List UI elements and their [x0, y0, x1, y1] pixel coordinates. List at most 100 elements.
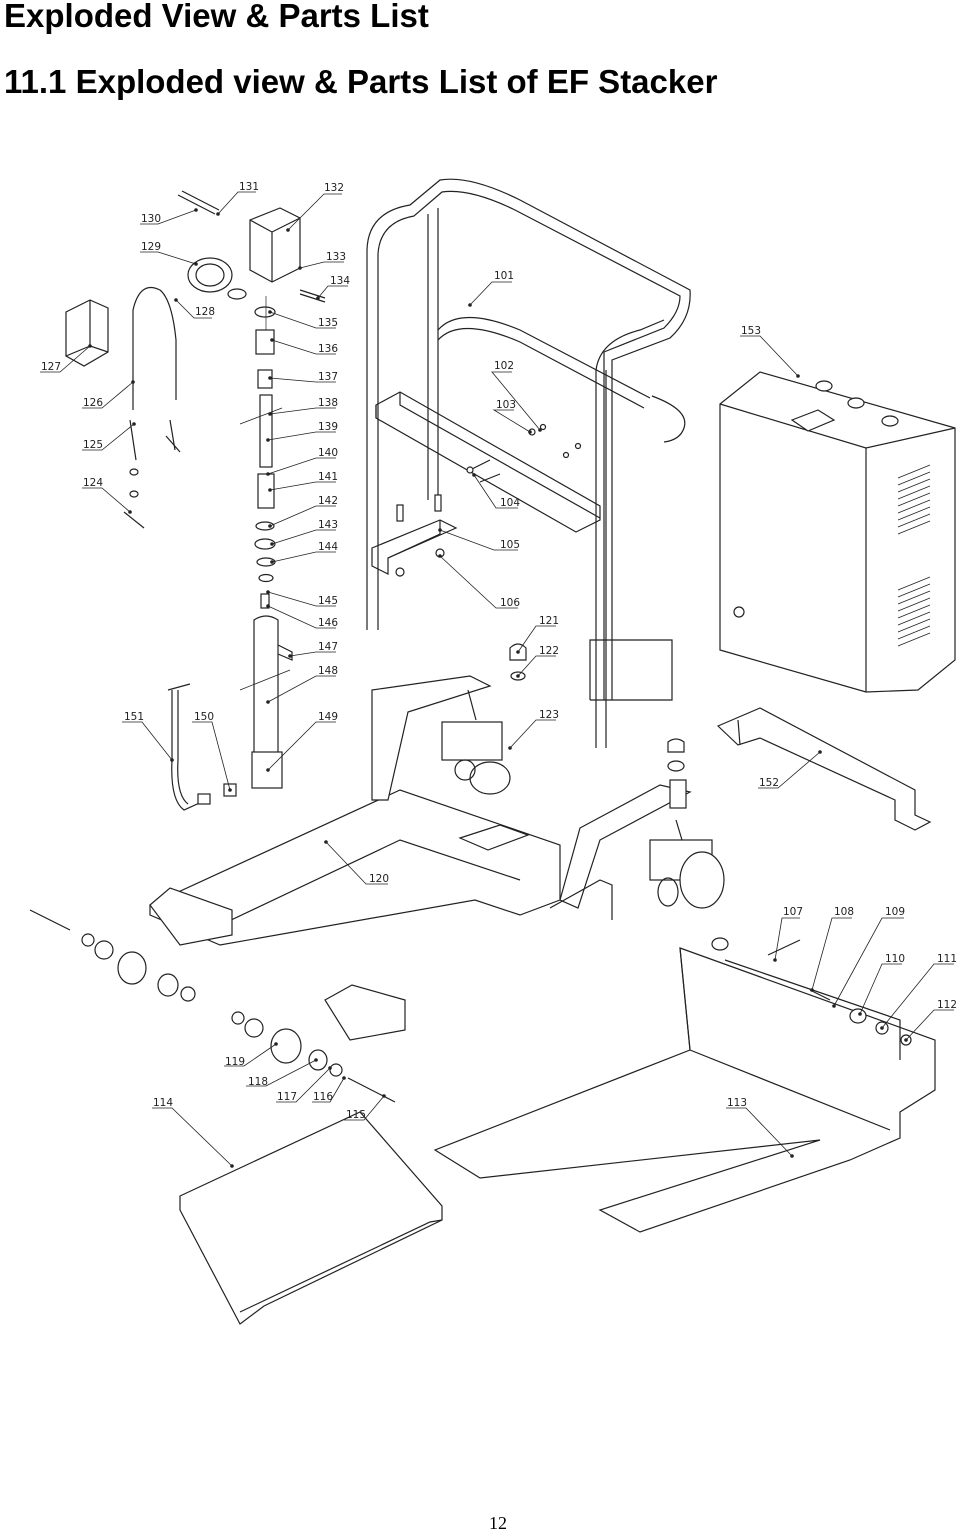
section-heading: 11.1 Exploded view & Parts List of EF St… [4, 63, 718, 100]
callout-102: 102 [491, 360, 542, 432]
pump-cylinder-stack [177, 190, 326, 789]
part-label-153: 153 [741, 325, 761, 337]
caster-wheel-123-right [649, 738, 725, 909]
callout-113: 113 [726, 1097, 794, 1158]
callout-104: 104 [472, 473, 520, 509]
part-label-108: 108 [834, 906, 854, 918]
part-label-117: 117 [277, 1091, 297, 1103]
callout-142: 142 [268, 495, 338, 528]
part-label-132: 132 [324, 182, 344, 194]
part-label-151: 151 [124, 711, 144, 723]
part-label-126: 126 [83, 397, 103, 409]
part-label-145: 145 [318, 595, 338, 607]
part-label-147: 147 [318, 641, 338, 653]
callout-105: 105 [438, 528, 520, 551]
callout-125: 125 [82, 422, 136, 451]
callout-148: 148 [266, 665, 338, 704]
part-label-134: 134 [330, 275, 350, 287]
part-label-102: 102 [494, 360, 514, 372]
part-label-105: 105 [500, 539, 520, 551]
part-label-120: 120 [369, 873, 389, 885]
part-label-121: 121 [539, 615, 559, 627]
part-label-103: 103 [496, 399, 516, 411]
callout-146: 146 [266, 604, 338, 629]
callout-145: 145 [266, 590, 338, 607]
hose-150-151 [167, 683, 237, 811]
part-label-114: 114 [153, 1097, 173, 1109]
release-handle-assembly [65, 286, 181, 529]
callout-141: 141 [268, 471, 338, 492]
callout-129: 129 [140, 241, 198, 266]
callout-123: 123 [508, 709, 559, 750]
mast-frame-101 [366, 178, 691, 748]
callout-116: 116 [312, 1076, 346, 1103]
part-label-101: 101 [494, 270, 514, 282]
callout-151: 151 [122, 711, 174, 762]
callout-135: 135 [268, 310, 338, 329]
bracket-105 [371, 494, 458, 577]
callout-107: 107 [773, 906, 803, 962]
part-callouts: 101 102 103 104 105 106 107 108 109 110 … [40, 181, 957, 1168]
part-label-137: 137 [318, 371, 338, 383]
part-label-111: 111 [937, 953, 957, 965]
callout-101: 101 [468, 270, 514, 307]
callout-118: 118 [246, 1058, 318, 1088]
part-label-142: 142 [318, 495, 338, 507]
vent-slots [897, 464, 931, 647]
callout-152: 152 [758, 750, 822, 789]
part-label-149: 149 [318, 711, 338, 723]
plate-114 [179, 1111, 443, 1325]
part-label-123: 123 [539, 709, 559, 721]
part-label-140: 140 [318, 447, 338, 459]
callout-122: 122 [516, 645, 559, 678]
part-label-109: 109 [885, 906, 905, 918]
callout-136: 136 [270, 338, 338, 355]
cross-bar-102 [375, 391, 601, 533]
part-label-131: 131 [239, 181, 259, 193]
part-label-152: 152 [759, 777, 779, 789]
callout-134: 134 [316, 275, 350, 300]
load-wheel-assembly-left [29, 909, 196, 1002]
callout-121: 121 [516, 615, 559, 654]
callout-153: 153 [740, 325, 800, 378]
callout-115: 115 [344, 1094, 386, 1121]
callout-103: 103 [492, 399, 532, 434]
part-label-122: 122 [539, 645, 559, 657]
part-label-110: 110 [885, 953, 905, 965]
fork-113 [433, 937, 936, 1233]
part-label-119: 119 [225, 1056, 245, 1068]
callout-109: 109 [832, 906, 905, 1008]
part-label-116: 116 [313, 1091, 333, 1103]
callout-140: 140 [266, 447, 338, 476]
part-label-118: 118 [248, 1076, 268, 1088]
bracket-152 [716, 707, 932, 831]
callout-106: 106 [438, 554, 520, 609]
part-label-115: 115 [346, 1109, 366, 1121]
part-label-104: 104 [500, 497, 520, 509]
page-title: Exploded View & Parts List [4, 0, 429, 34]
part-label-148: 148 [318, 665, 338, 677]
callout-108: 108 [810, 906, 854, 992]
callout-119: 119 [224, 1042, 278, 1068]
callout-120: 120 [324, 840, 389, 885]
callout-132: 132 [286, 182, 344, 232]
callout-124: 124 [82, 477, 132, 514]
part-label-146: 146 [318, 617, 338, 629]
part-label-143: 143 [318, 519, 338, 531]
callout-138: 138 [268, 397, 338, 416]
part-label-144: 144 [318, 541, 338, 553]
part-label-138: 138 [318, 397, 338, 409]
part-label-150: 150 [194, 711, 214, 723]
part-label-127: 127 [41, 361, 61, 373]
callout-131: 131 [216, 181, 259, 216]
caster-wheel-123-left [441, 689, 511, 795]
callout-143: 143 [270, 519, 338, 546]
part-label-133: 133 [326, 251, 346, 263]
callout-130: 130 [140, 208, 198, 225]
callout-137: 137 [268, 371, 338, 383]
page-number: 12 [489, 1513, 507, 1533]
callout-114: 114 [152, 1097, 234, 1168]
part-label-113: 113 [727, 1097, 747, 1109]
chassis-120 [149, 675, 692, 1041]
